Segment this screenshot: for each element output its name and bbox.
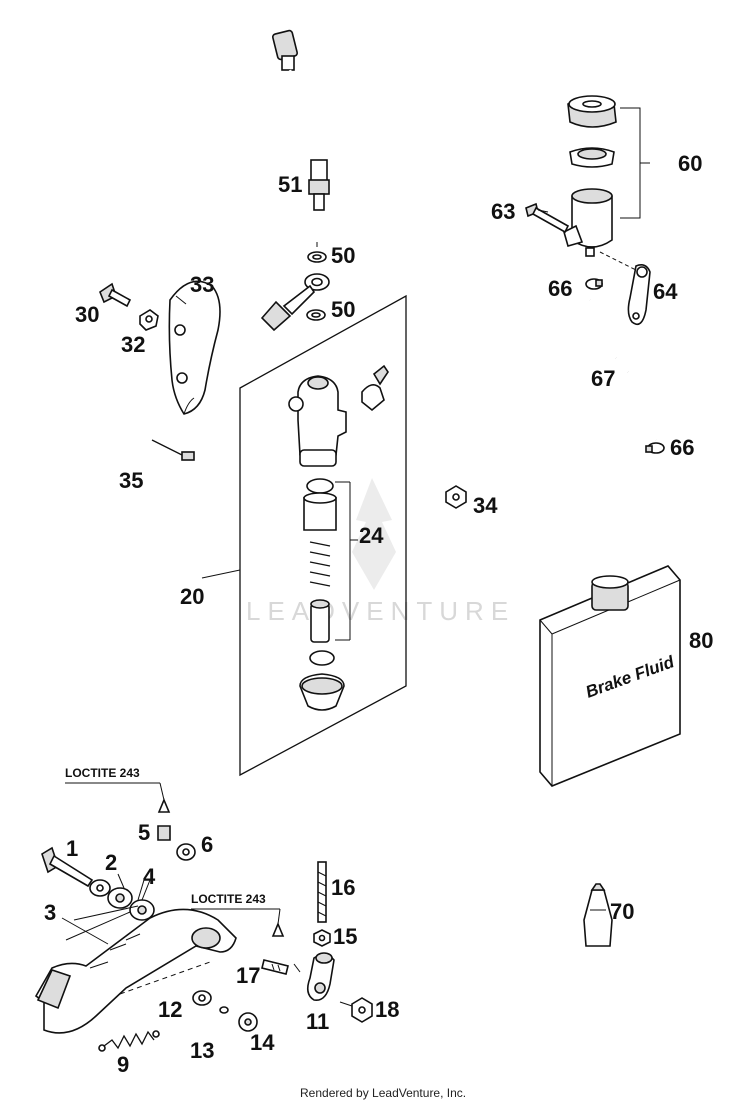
part-51-brake-light-switch[interactable] xyxy=(271,29,330,211)
callout-50-lower: 50 xyxy=(331,297,355,322)
loctite-label-1: LOCTITE 243 xyxy=(65,766,140,780)
callout-20: 20 xyxy=(180,584,204,609)
callout-32: 32 xyxy=(121,332,145,357)
part-70-loctite-bottle[interactable] xyxy=(583,883,613,947)
callout-2: 2 xyxy=(105,850,117,875)
loctite-note-2: LOCTITE 243 xyxy=(191,892,285,937)
part-64-holder[interactable] xyxy=(599,251,651,326)
part-60-reservoir[interactable] xyxy=(563,95,650,257)
part-6-bushing[interactable] xyxy=(176,843,196,861)
callout-6: 6 xyxy=(201,832,213,857)
part-20-frame xyxy=(201,294,407,777)
part-9-spring[interactable] xyxy=(98,1030,160,1052)
callout-66-upper: 66 xyxy=(548,276,572,301)
callout-14: 14 xyxy=(250,1030,275,1055)
part-12-washer[interactable] xyxy=(192,990,212,1006)
part-18-nut[interactable] xyxy=(351,997,373,1023)
part-14-nut[interactable] xyxy=(238,1012,258,1032)
callout-numbers: 51 50 50 33 30 32 35 24 20 34 60 63 66 6… xyxy=(44,151,713,1077)
part-4-bearing[interactable] xyxy=(107,887,155,921)
part-32-nut[interactable] xyxy=(139,309,159,331)
callout-24: 24 xyxy=(359,523,384,548)
part-50-sealing-rings[interactable] xyxy=(260,242,330,332)
callout-67: 67 xyxy=(591,366,615,391)
callout-63: 63 xyxy=(491,199,515,224)
callout-9: 9 xyxy=(117,1052,129,1077)
part-80-brake-fluid-can[interactable]: Brake Fluid xyxy=(539,565,681,787)
callout-5: 5 xyxy=(138,820,150,845)
callout-16: 16 xyxy=(331,875,355,900)
callout-35: 35 xyxy=(119,468,143,493)
watermark-text: LEADVENTURE xyxy=(246,596,515,626)
callout-15: 15 xyxy=(333,924,357,949)
callout-50-upper: 50 xyxy=(331,243,355,268)
part-3-brake-pedal[interactable] xyxy=(34,905,237,1034)
part-5-screw[interactable] xyxy=(157,825,171,841)
callout-80: 80 xyxy=(689,628,713,653)
part-2-washer[interactable] xyxy=(89,879,111,897)
part-13-o-ring[interactable] xyxy=(219,1006,229,1014)
loctite-note-1: LOCTITE 243 xyxy=(65,766,171,813)
part-11-clevis[interactable] xyxy=(306,952,335,1001)
callout-70: 70 xyxy=(610,899,634,924)
callout-12: 12 xyxy=(158,997,182,1022)
callout-11: 11 xyxy=(306,1009,329,1034)
callout-64: 64 xyxy=(653,279,678,304)
loctite-label-2: LOCTITE 243 xyxy=(191,892,266,906)
part-20-master-cylinder[interactable] xyxy=(288,364,389,467)
footer-credit: Rendered by LeadVenture, Inc. xyxy=(300,1086,466,1100)
part-67-hose[interactable] xyxy=(586,299,660,441)
part-66-hose-clamp-top[interactable] xyxy=(585,278,603,290)
part-35-cable-tie[interactable] xyxy=(151,439,216,494)
callout-1: 1 xyxy=(66,836,78,861)
callout-3: 3 xyxy=(44,900,56,925)
part-15-nut[interactable] xyxy=(313,929,331,947)
part-33-protection-cover[interactable] xyxy=(168,280,221,415)
callout-18: 18 xyxy=(375,997,399,1022)
callout-30: 30 xyxy=(75,302,99,327)
callout-51: 51 xyxy=(278,172,302,197)
callout-33: 33 xyxy=(190,272,214,297)
callout-4: 4 xyxy=(143,864,156,889)
callout-34: 34 xyxy=(473,493,498,518)
callout-17: 17 xyxy=(236,963,260,988)
part-17-pin[interactable] xyxy=(261,959,289,975)
leader-lines xyxy=(61,209,549,1007)
part-30-screw[interactable] xyxy=(99,282,132,308)
part-66-hose-clamp-bottom[interactable] xyxy=(645,442,665,454)
leadventure-watermark: LEADVENTURE xyxy=(246,478,515,626)
part-16-stud[interactable] xyxy=(317,861,327,923)
callout-13: 13 xyxy=(190,1038,214,1063)
callout-60: 60 xyxy=(678,151,702,176)
part-63-screw[interactable] xyxy=(525,202,570,234)
part-34-nut[interactable] xyxy=(445,485,467,509)
part-1-bolt[interactable] xyxy=(41,846,94,888)
part-24-repair-kit[interactable] xyxy=(299,478,358,711)
callout-66-lower: 66 xyxy=(670,435,694,460)
